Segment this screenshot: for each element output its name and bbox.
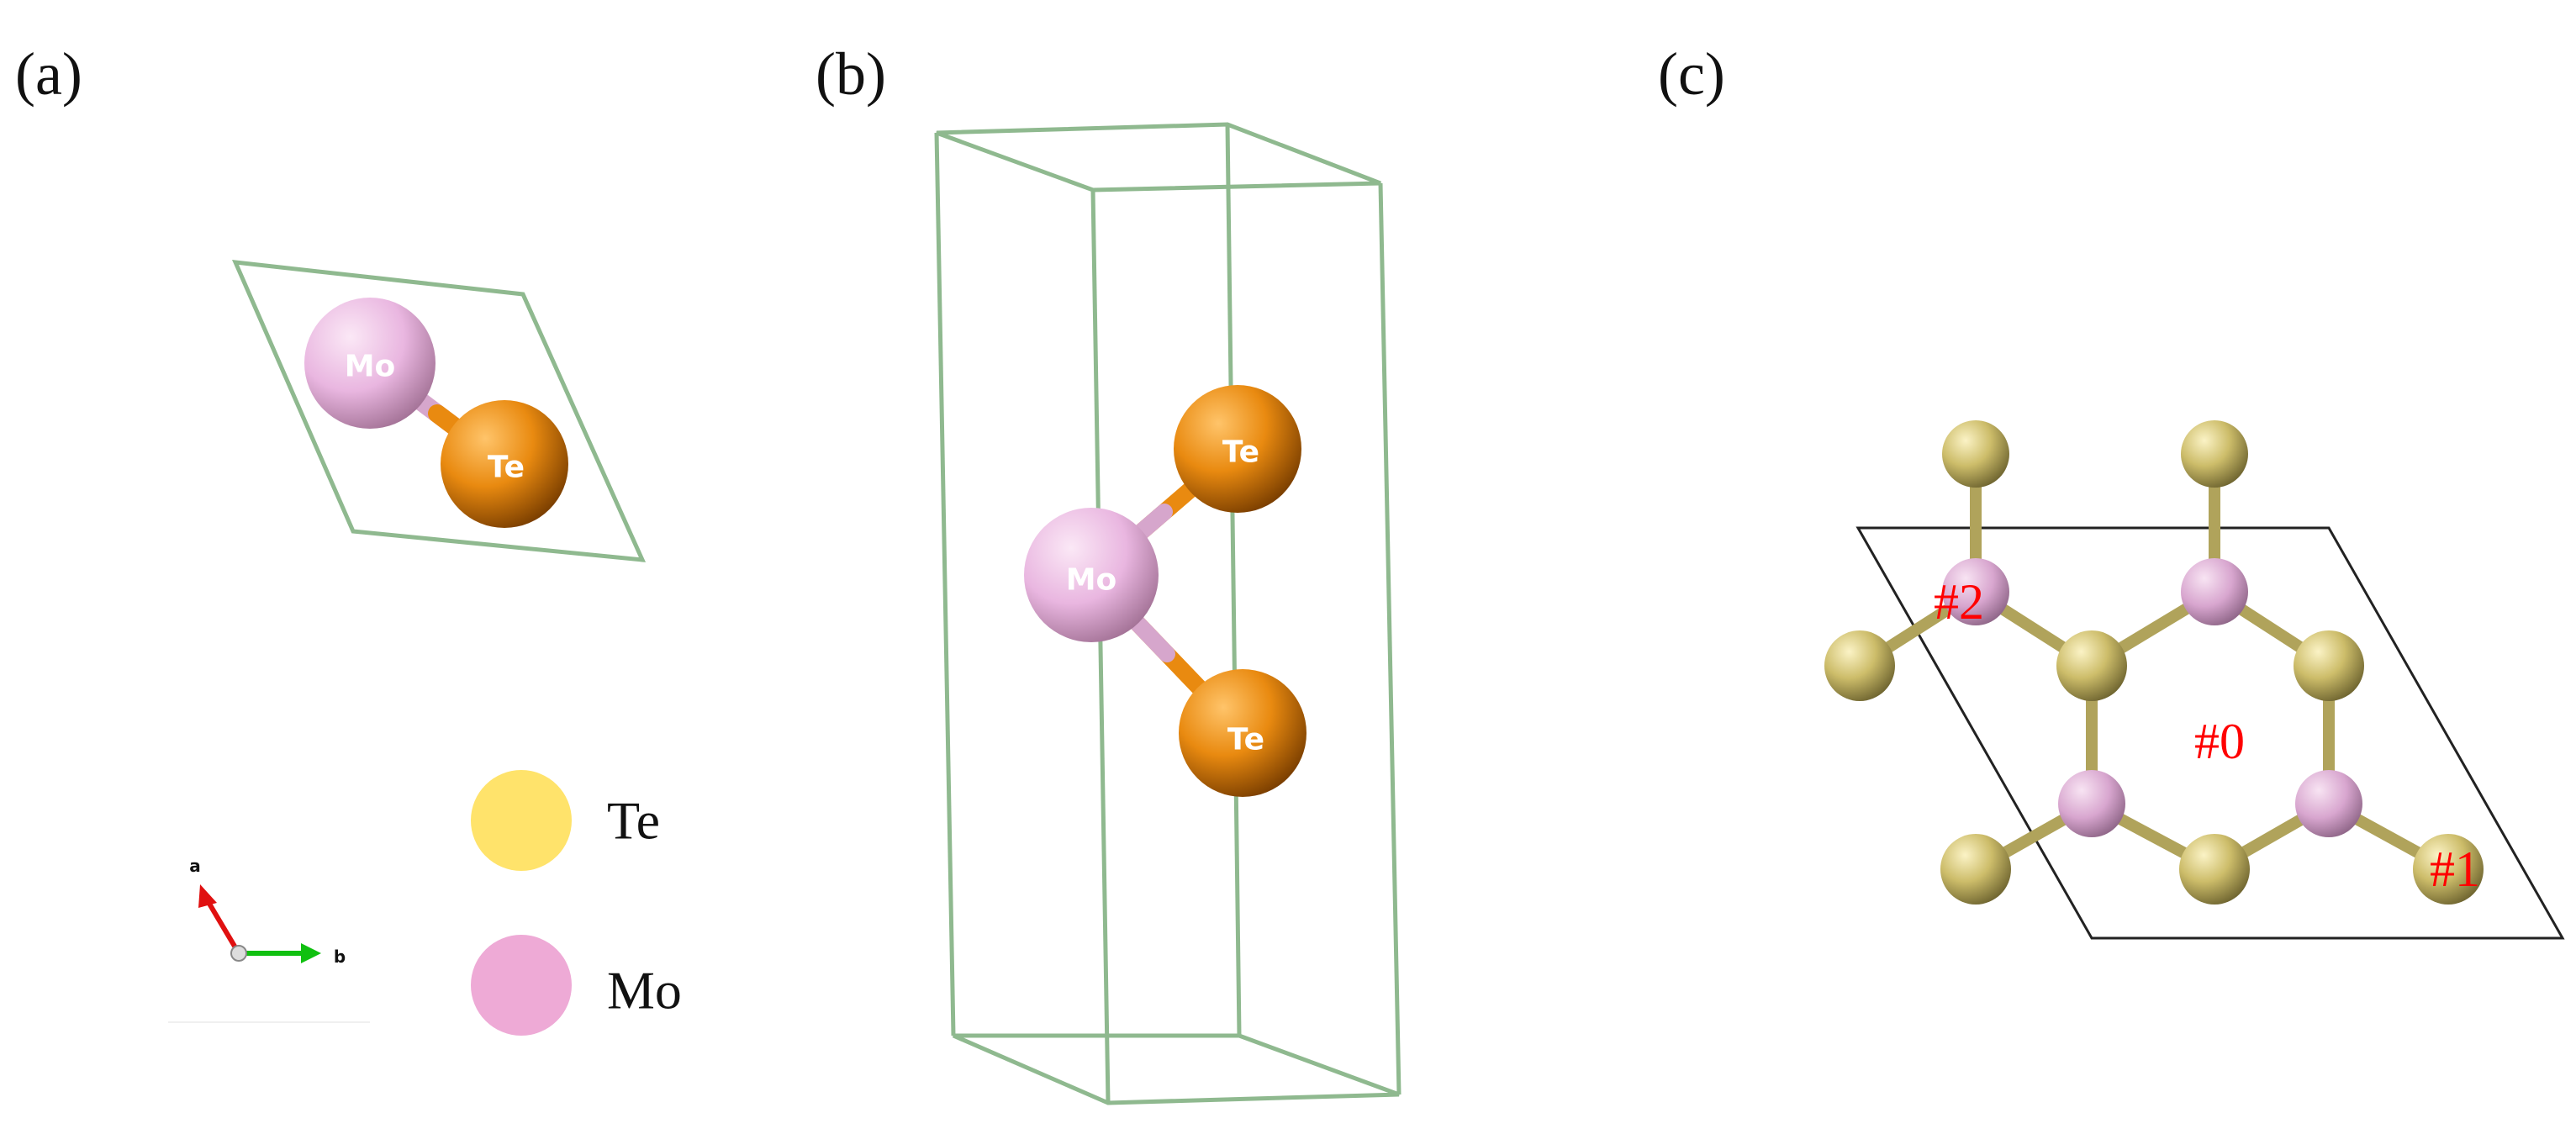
- mo-atom-a-label: Mo: [345, 350, 396, 384]
- mo-atom-b-label: Mo: [1066, 563, 1117, 598]
- legend-te-label: Te: [607, 791, 660, 851]
- te-atom-b-top: [1174, 385, 1301, 513]
- te-atom-c-5: [2294, 630, 2364, 701]
- te-atom-a-label: Te: [488, 451, 525, 485]
- panel-b: (b) Te Te Mo: [816, 40, 1401, 1105]
- te-atom-c-7: [2179, 834, 2250, 905]
- panel-c: (c) #0 #: [1658, 40, 2565, 940]
- site-label-1: #1: [2430, 841, 2480, 897]
- site-label-2: #2: [1934, 574, 1984, 630]
- mo-atom-b: [1024, 508, 1159, 642]
- legend-te-swatch: [471, 770, 572, 871]
- axis-a-arrow: [204, 898, 241, 955]
- site-label-0: #0: [2194, 714, 2245, 769]
- panel-b-label: (b): [816, 40, 886, 108]
- te-atom-c-2: [2181, 420, 2248, 488]
- axis-a-arrowhead: [198, 884, 217, 908]
- te-atom-b-bottom: [1179, 669, 1306, 797]
- mo-atom-c-4: [2295, 770, 2362, 837]
- te-atom-b-bottom-label: Te: [1227, 723, 1264, 757]
- legend: Te Mo: [471, 770, 682, 1036]
- unit-cell-c: [1855, 526, 2565, 940]
- te-atom-c-3: [1824, 630, 1895, 701]
- panel-a: (a) Mo Te a b Te Mo: [15, 40, 682, 1036]
- axis-b-label: b: [334, 947, 346, 967]
- te-atom-c-6: [1940, 834, 2011, 905]
- axis-origin: [230, 945, 247, 962]
- axis-indicator: a b: [168, 856, 370, 1023]
- mo-atom-c-3: [2058, 770, 2125, 837]
- mo-atom-c-1: [1942, 558, 2009, 625]
- unit-cell-b: [934, 122, 1401, 1105]
- te-atom-b-top-label: Te: [1222, 435, 1259, 470]
- te-atom-c-1: [1942, 420, 2009, 488]
- mo-atom-c-2: [2181, 558, 2248, 625]
- te-atom-a: [441, 400, 568, 528]
- legend-mo-swatch: [471, 935, 572, 1036]
- unit-cell-a: [231, 260, 647, 562]
- mo-atom-a: [304, 298, 435, 429]
- axis-b-arrowhead: [301, 943, 321, 963]
- axis-a-label: a: [189, 856, 201, 876]
- te-atom-c-8: [2413, 834, 2484, 905]
- panel-c-label: (c): [1658, 40, 1725, 108]
- te-atom-c-4: [2056, 630, 2127, 701]
- panel-a-label: (a): [15, 40, 82, 108]
- legend-mo-label: Mo: [607, 961, 682, 1021]
